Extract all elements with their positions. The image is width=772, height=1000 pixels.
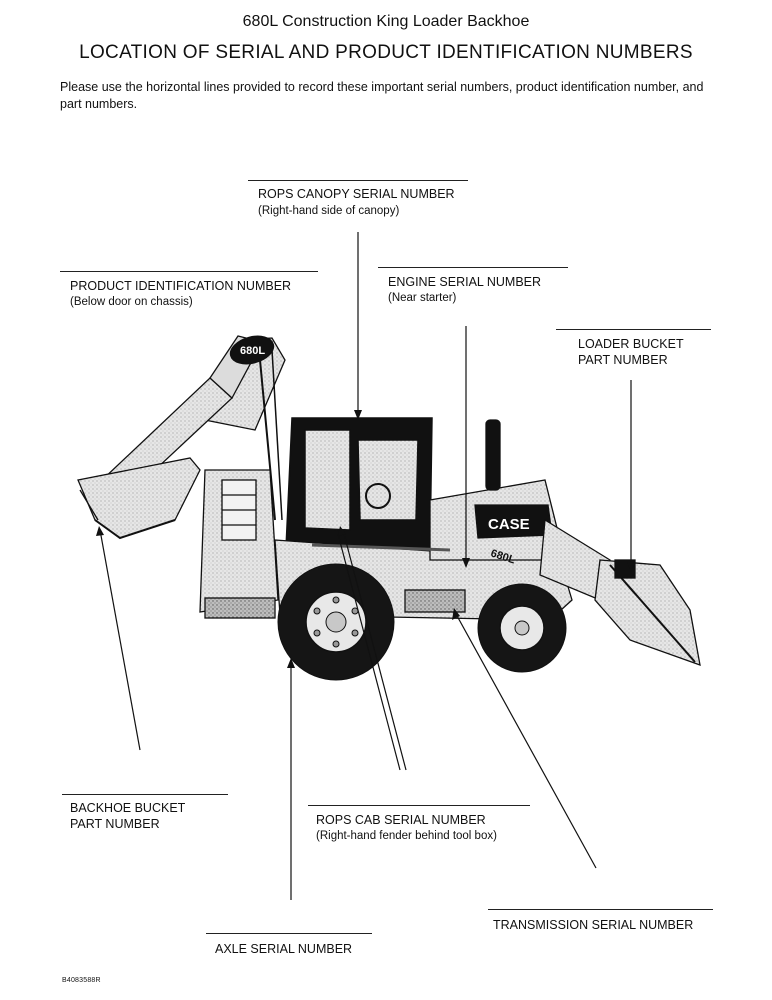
rops-canopy-record-line [248, 180, 468, 181]
leader-transmission [455, 613, 597, 869]
rops-cab-label: ROPS CAB SERIAL NUMBER [316, 813, 486, 827]
backhoe-bucket [77, 457, 201, 540]
backhoe-bucket-record-line [62, 794, 228, 795]
rops-cab [285, 417, 433, 551]
product-id-label: PRODUCT IDENTIFICATION NUMBER [70, 279, 292, 293]
engine-record-line [378, 267, 568, 268]
backhoe-bucket-label-line2: PART NUMBER [70, 817, 160, 831]
transmission-label: TRANSMISSION SERIAL NUMBER [493, 918, 694, 932]
axle-record-line [206, 933, 372, 934]
loader-bucket-label-line2: PART NUMBER [578, 353, 668, 367]
product-id-note: (Below door on chassis) [70, 296, 193, 308]
engine-note: (Near starter) [388, 292, 457, 304]
backhoe-bucket-label-line1: BACKHOE BUCKET [70, 801, 186, 815]
leader-backhoe-bucket [99, 529, 141, 751]
rops-cab-record-line [308, 805, 530, 806]
figure-id: B4083588R [62, 977, 101, 984]
document-heading: LOCATION OF SERIAL AND PRODUCT IDENTIFIC… [79, 42, 693, 63]
engine-label: ENGINE SERIAL NUMBER [388, 275, 542, 289]
loader-bucket-label-line1: LOADER BUCKET [578, 337, 684, 351]
rops-canopy-note: (Right-hand side of canopy) [258, 205, 400, 217]
product-id-record-line [60, 271, 318, 272]
leader-rops-cab-1 [343, 533, 407, 771]
document-title: 680L Construction King Loader Backhoe [242, 13, 530, 30]
rops-cab-note: (Right-hand fender behind tool box) [316, 830, 497, 842]
axle-label: AXLE SERIAL NUMBER [215, 942, 353, 956]
brand-decal: CASE [488, 516, 530, 533]
leader-product-id [337, 533, 401, 771]
loader-bucket-record-line [556, 329, 711, 330]
backhoe-arm: 680L [98, 335, 286, 521]
stabilizer [199, 469, 279, 619]
transmission-record-line [488, 909, 713, 910]
rops-canopy-label: ROPS CANOPY SERIAL NUMBER [258, 187, 455, 201]
boom-model-decal: 680L [240, 345, 265, 357]
leader-lines [96, 232, 635, 900]
intro-paragraph: Please use the horizontal lines provided… [60, 80, 704, 111]
loader-assembly [539, 518, 701, 666]
front-wheel [477, 583, 567, 673]
rear-wheel [277, 563, 395, 681]
